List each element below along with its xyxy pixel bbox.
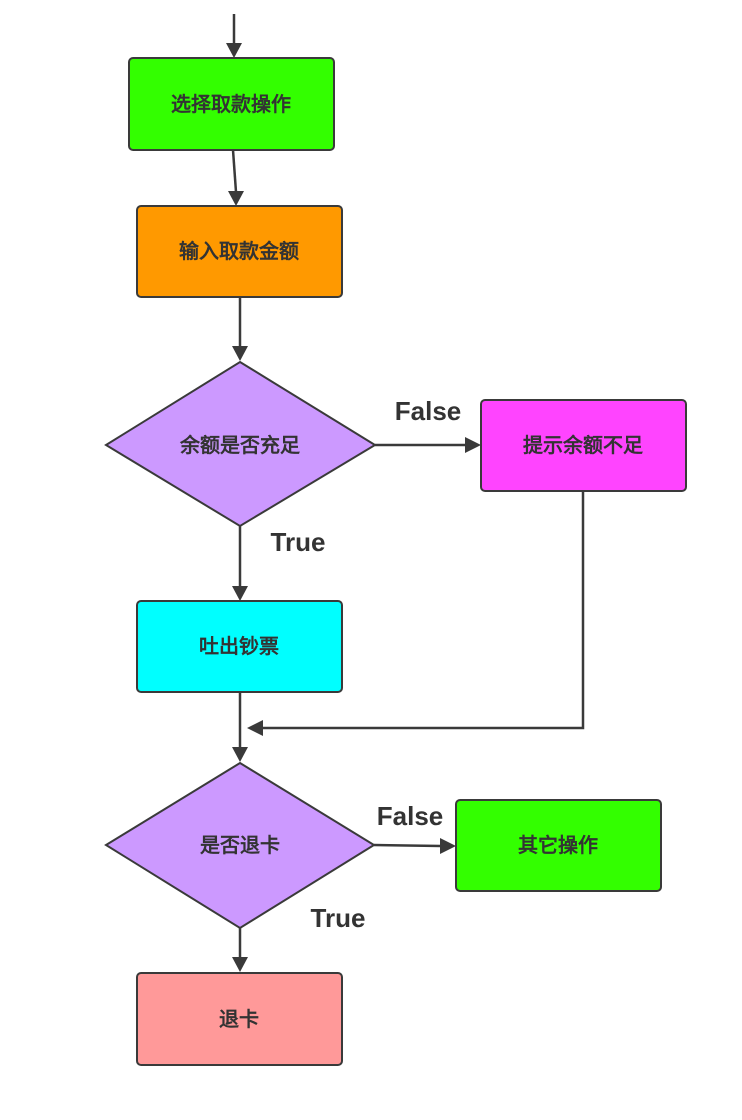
node-other-operations: 其它操作 — [455, 799, 662, 892]
node-select-withdraw: 选择取款操作 — [128, 57, 335, 151]
edge-balance-true — [232, 526, 248, 601]
edge-balance-false — [375, 437, 481, 453]
edge-label-eject-true: True — [311, 903, 366, 933]
node-other-operations-shape — [455, 799, 662, 892]
node-balance-check: 余额是否充足 — [104, 360, 377, 528]
edge-insufficient-to-merge — [247, 491, 585, 736]
node-input-amount: 输入取款金额 — [136, 205, 343, 298]
edge-input-to-balance-check — [232, 297, 248, 361]
node-input-amount-label: 输入取款金额 — [179, 239, 299, 263]
edge-eject-false — [373, 838, 456, 854]
edge-label-eject-false: False — [377, 801, 444, 831]
node-eject-check: 是否退卡 — [104, 761, 376, 930]
node-eject-check-shape — [104, 761, 376, 930]
edge-eject-true — [232, 928, 248, 972]
node-input-amount-shape — [136, 205, 343, 298]
node-balance-check-label: 余额是否充足 — [179, 433, 301, 457]
node-insufficient-notice-shape — [480, 399, 687, 492]
node-eject-check-label: 是否退卡 — [199, 833, 280, 857]
node-insufficient-notice: 提示余额不足 — [480, 399, 687, 492]
node-eject-card: 退卡 — [136, 972, 343, 1066]
node-dispense-cash: 吐出钞票 — [136, 600, 343, 693]
edge-label-balance-false: False — [395, 396, 462, 426]
node-insufficient-notice-label: 提示余额不足 — [523, 433, 644, 457]
edge-entry — [226, 14, 242, 58]
node-dispense-cash-shape — [136, 600, 343, 693]
node-balance-check-shape — [104, 360, 377, 528]
node-dispense-cash-label: 吐出钞票 — [199, 634, 279, 658]
node-eject-card-label: 退卡 — [219, 1007, 259, 1031]
edge-select-to-input — [228, 149, 244, 206]
node-select-withdraw-shape — [128, 57, 335, 151]
node-other-operations-label: 其它操作 — [518, 833, 598, 857]
edge-dispense-to-eject-check — [232, 692, 248, 762]
node-eject-card-shape — [136, 972, 343, 1066]
edge-label-balance-true: True — [271, 527, 326, 557]
node-select-withdraw-label: 选择取款操作 — [171, 92, 291, 116]
